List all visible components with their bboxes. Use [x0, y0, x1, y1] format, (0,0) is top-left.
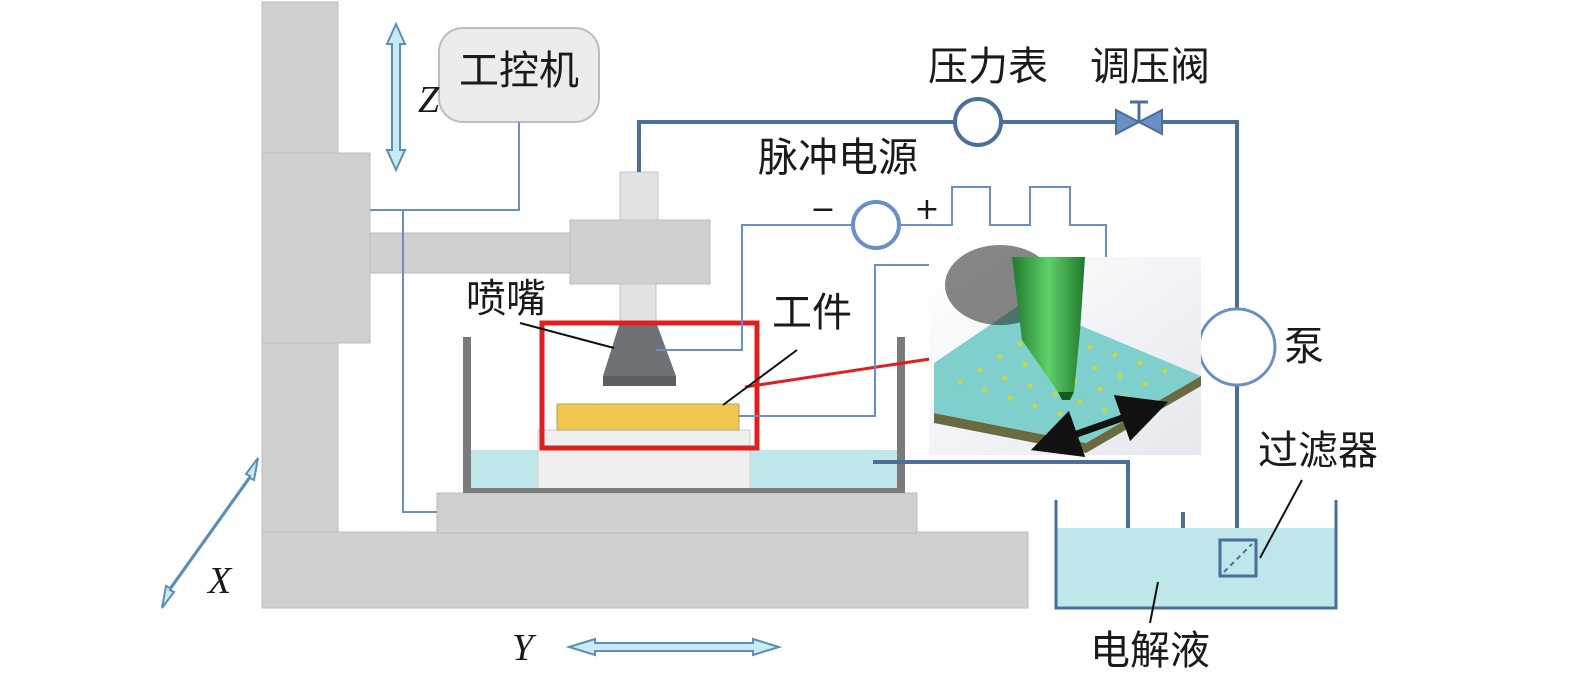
electrolyte-label: 电解液: [1090, 628, 1210, 674]
industrial-pc-label: 工控机: [459, 48, 579, 94]
z-axis-arrow: [385, 21, 407, 173]
pulse-power-label: 脉冲电源: [758, 135, 918, 181]
tank-wall-right: [897, 337, 905, 492]
workpiece-leader: [722, 349, 798, 406]
pressure-gauge-label: 压力表: [928, 44, 1048, 90]
nozzle-tip: [603, 376, 676, 386]
fixture-block: [537, 429, 751, 491]
nozzle-label: 喷嘴: [466, 276, 546, 322]
workpiece: [556, 403, 740, 431]
inset-tool-body: [1012, 257, 1085, 392]
electrolyte-reservoir: [1054, 479, 1338, 624]
nozzle-spindle: [619, 283, 657, 323]
nozzle-leader: [519, 322, 615, 349]
z-axis-label: Z: [418, 79, 440, 121]
zoom-callout-line: [744, 355, 944, 389]
tank-wall-left: [463, 337, 471, 492]
filter-label: 过滤器: [1258, 428, 1378, 474]
horizontal-arm: [369, 232, 573, 274]
work-table: [436, 492, 918, 534]
x-axis-arrow: [161, 457, 259, 609]
arm-block: [569, 219, 711, 285]
tank-electrolyte-left: [470, 450, 538, 490]
pump-icon: [1197, 307, 1277, 387]
base: [261, 531, 1029, 609]
tank-bottom: [463, 488, 905, 493]
workpiece-label: 工件: [772, 290, 852, 336]
control-wires: [370, 122, 520, 513]
column-head: [261, 152, 371, 344]
y-axis-arrow: [565, 637, 783, 657]
x-axis-label: X: [206, 560, 233, 602]
y-axis-label: Y: [512, 627, 537, 669]
electrolyte-leader: [1149, 581, 1159, 624]
power-minus-sign: −: [810, 192, 835, 227]
pressure-valve-icon: [1115, 100, 1163, 136]
power-plus-sign: +: [914, 192, 939, 227]
inset-motion-arrow: [1030, 395, 1169, 457]
work-tank: [463, 322, 905, 493]
machine-frame: [261, 1, 1029, 609]
pressure-gauge-icon: [953, 97, 1003, 147]
inset-plate-edge: [934, 376, 1201, 453]
reservoir-liquid: [1056, 528, 1336, 608]
pressure-valve-label: 调压阀: [1090, 44, 1210, 90]
machining-closeup-inset: [929, 245, 1201, 457]
pulse-power-icon: [851, 200, 901, 250]
power-wires: [656, 186, 1107, 417]
nozzle: [603, 322, 676, 376]
pump-label: 泵: [1284, 324, 1324, 370]
tank-electrolyte-right: [750, 450, 900, 490]
filter-leader: [1259, 479, 1303, 559]
nozzle-spindle-top: [619, 171, 659, 221]
